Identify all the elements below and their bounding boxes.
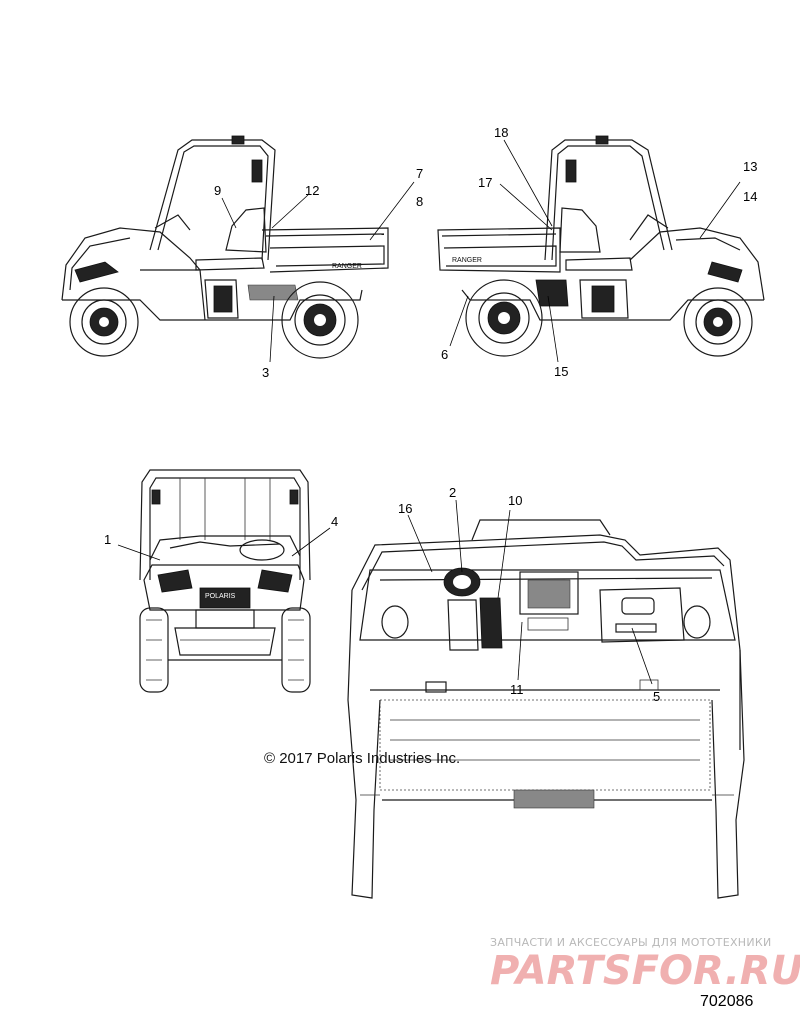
vehicle-right-side-view: RANGER [437, 135, 765, 357]
callout-17: 17 [478, 175, 492, 190]
callout-6: 6 [441, 347, 448, 362]
watermark: ЗАПЧАСТИ И АКСЕССУАРЫ ДЛЯ МОТОТЕХНИКИ PA… [490, 936, 800, 994]
leader-lines [117, 139, 741, 685]
callout-5: 5 [653, 689, 660, 704]
callout-8: 8 [416, 194, 423, 209]
right-rear-wheel [465, 279, 543, 357]
left-rear-wheel [281, 281, 359, 359]
callout-3: 3 [262, 365, 269, 380]
callout-2: 2 [449, 485, 456, 500]
left-front-wheel [69, 287, 139, 357]
vehicle-front-view: POLARIS [139, 469, 311, 693]
vehicle-left-side-view: RANGER [61, 135, 389, 359]
callout-4: 4 [331, 514, 338, 529]
callout-10: 10 [508, 493, 522, 508]
callout-13: 13 [743, 159, 757, 174]
callout-9: 9 [214, 183, 221, 198]
callout-18: 18 [494, 125, 508, 140]
right-front-wheel [683, 287, 753, 357]
callout-1: 1 [104, 532, 111, 547]
grille-logo: POLARIS [205, 593, 236, 600]
callout-16: 16 [398, 501, 412, 516]
callout-12: 12 [305, 183, 319, 198]
figure-number: 702086 [700, 993, 753, 1010]
watermark-tagline: ЗАПЧАСТИ И АКСЕССУАРЫ ДЛЯ МОТОТЕХНИКИ [490, 936, 772, 949]
callout-14: 14 [743, 189, 757, 204]
copyright-notice: © 2017 Polaris Industries Inc. [264, 750, 460, 767]
watermark-brand: PARTSFOR.RU [490, 948, 800, 994]
callout-15: 15 [554, 364, 568, 379]
callout-11: 11 [510, 682, 524, 697]
ranger-decal-text-right: RANGER [452, 257, 482, 264]
ranger-decal-text: RANGER [332, 263, 362, 270]
vehicle-dash-view [347, 519, 745, 899]
callout-7: 7 [416, 166, 423, 181]
callout-labels: 1 2 3 4 5 6 7 8 9 10 11 12 13 14 15 16 1… [104, 125, 757, 704]
